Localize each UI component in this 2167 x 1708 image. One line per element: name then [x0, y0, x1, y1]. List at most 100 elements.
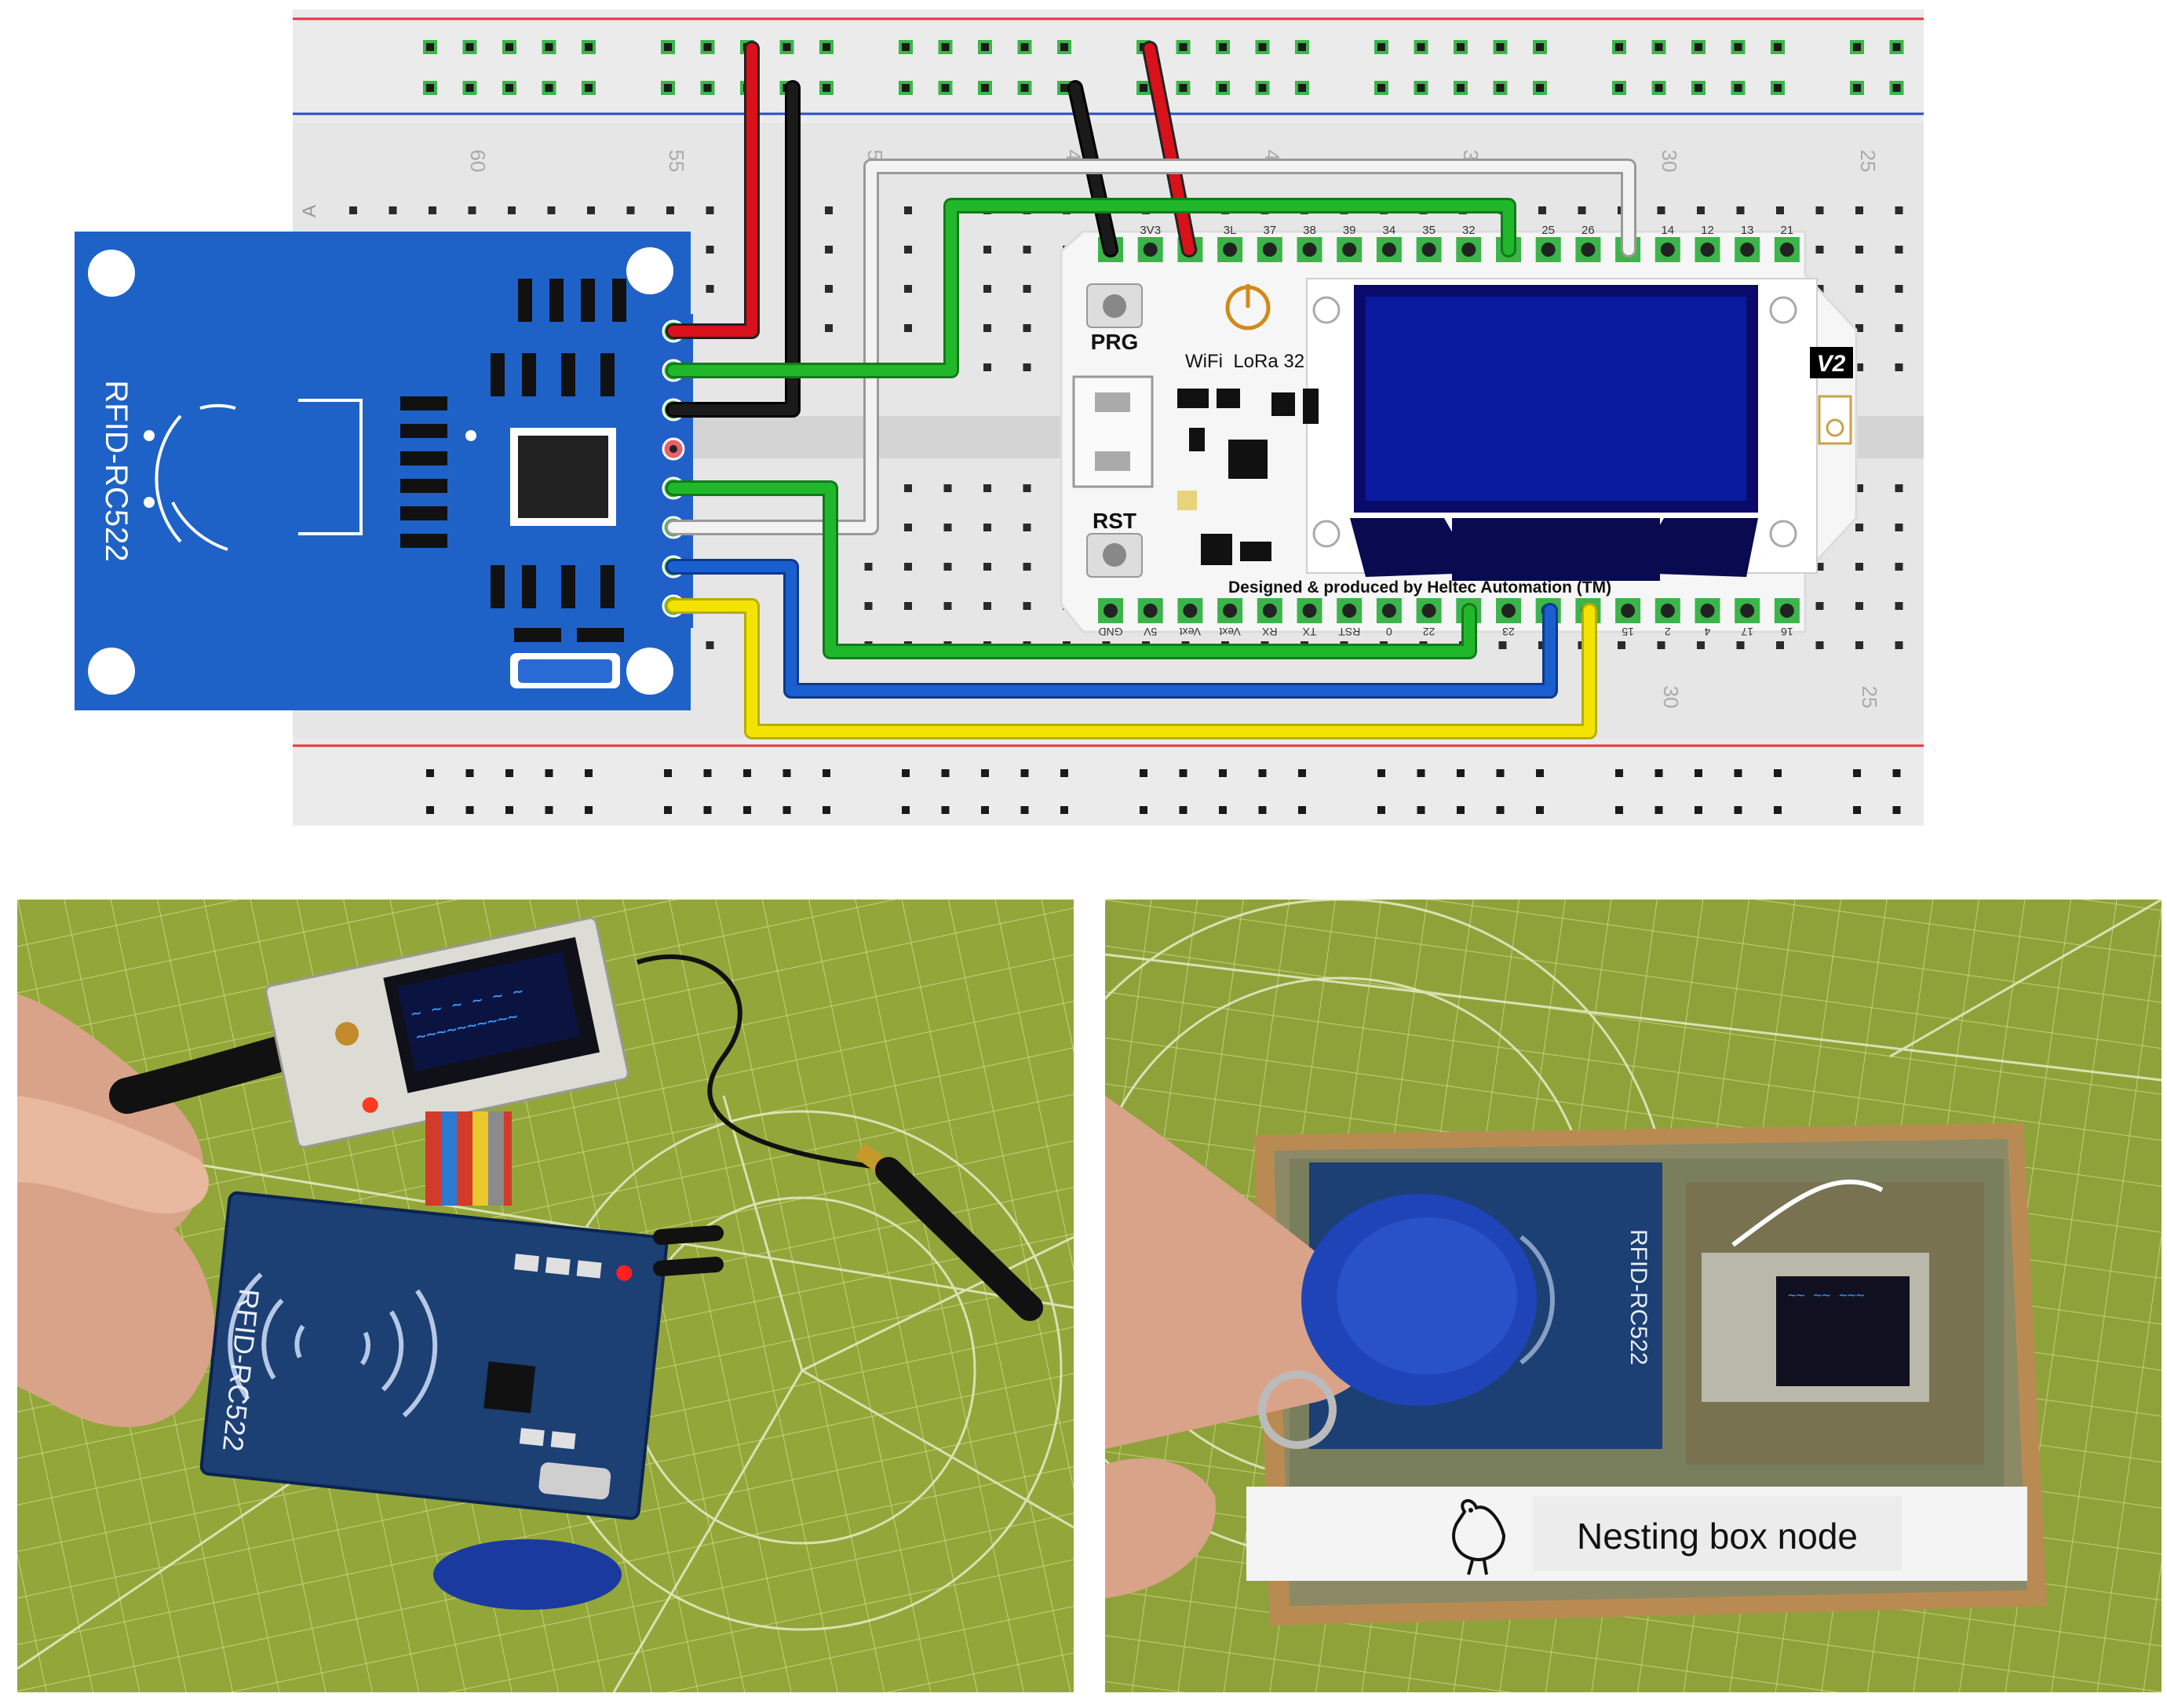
- rail-hole: [1536, 769, 1544, 777]
- breadboard-hole: [983, 484, 991, 492]
- breadboard-hole: [349, 206, 357, 214]
- rail-hole: [664, 806, 672, 814]
- breadboard-hole: [1023, 563, 1031, 571]
- heltec-pin-label: 21: [1781, 224, 1794, 237]
- model-label: WiFi LoRa 32: [1185, 351, 1304, 372]
- breadboard-hole: [1815, 602, 1824, 610]
- ribbon-cable: [425, 1111, 512, 1206]
- breadboard-hole: [904, 524, 912, 531]
- breadboard-hole: [706, 246, 714, 254]
- breadboard-hole: [1895, 524, 1903, 531]
- rail-hole: [545, 806, 553, 814]
- rail-hole: [1774, 769, 1782, 777]
- breadboard-hole: [943, 484, 952, 492]
- rail-hole: [1219, 806, 1227, 814]
- breadboard-hole: [1895, 324, 1903, 332]
- breadboard-hole: [1023, 324, 1031, 332]
- breadboard-hole: [904, 246, 912, 254]
- rail-hole: [1140, 806, 1147, 814]
- chicken-icon: [1452, 1499, 1506, 1575]
- breadboard-hole: [666, 206, 674, 214]
- heltec-pin-label: 2: [1665, 626, 1671, 638]
- heltec-pin-label: 17: [1741, 626, 1753, 638]
- mount-hole: [626, 247, 673, 294]
- rail-hole: [743, 806, 751, 814]
- breadboard-hole: [983, 246, 991, 254]
- rfid-module: RFID-RC522: [75, 232, 693, 710]
- breadboard-hole: [825, 206, 833, 214]
- mount-hole: [88, 648, 135, 695]
- breadboard-hole: [1538, 206, 1546, 214]
- rail-hole: [505, 769, 513, 777]
- rail-hole: [823, 806, 830, 814]
- breadboard-hole: [1776, 206, 1784, 214]
- breadboard-hole: [904, 324, 912, 332]
- breadboard-hole: [904, 602, 912, 610]
- heltec-pin-label: 25: [1541, 224, 1555, 237]
- breadboard-hole: [1697, 206, 1705, 214]
- rail-hole: [1695, 769, 1702, 777]
- breadboard-hole: [626, 206, 635, 214]
- breadboard-hole: [1776, 641, 1784, 649]
- antenna-wire: [637, 954, 874, 1169]
- rail-hole: [703, 769, 712, 777]
- breadboard-hole: [1815, 206, 1824, 214]
- rail-hole: [1377, 806, 1385, 814]
- breadboard-hole: [904, 206, 912, 214]
- rail-hole: [1219, 769, 1227, 777]
- rail-hole: [703, 806, 712, 814]
- breadboard-hole: [904, 563, 912, 571]
- heltec-pin-label: 26: [1581, 224, 1595, 237]
- photo-prototype: ~ ~ ~ ~ ~ ~ ~~~~~~~~~~ RFID-RC522: [16, 900, 1074, 1693]
- breadboard-hole: [983, 524, 991, 531]
- heltec-pin-label: 32: [1462, 224, 1476, 237]
- heltec-pin-label: 3V3: [1140, 224, 1161, 237]
- breadboard-hole: [706, 285, 714, 293]
- breadboard-hole: [1895, 363, 1903, 371]
- breadboard-hole: [1023, 484, 1031, 492]
- breadboard-hole: [904, 484, 912, 492]
- breadboard-hole: [983, 285, 991, 293]
- rail-hole: [1654, 769, 1663, 777]
- breadboard-hole: [1895, 285, 1903, 293]
- breadboard-hole: [1855, 206, 1863, 214]
- rst-label: RST: [1093, 509, 1136, 533]
- heltec-pin-label: 37: [1263, 224, 1276, 237]
- photo-nesting-box: RFID-RC522 ~~ ~~ ~~~ Nesting box node: [1009, 898, 2162, 1692]
- rail-hole: [1734, 769, 1742, 777]
- breadboard-hole: [825, 246, 833, 254]
- version-badge: [1810, 347, 1853, 378]
- rail-hole: [1060, 769, 1068, 777]
- heltec-pin-label: 12: [1701, 224, 1714, 237]
- rail-hole: [981, 806, 989, 814]
- rail-hole: [1654, 806, 1663, 814]
- rail-hole: [1615, 806, 1623, 814]
- wire-green-top: [666, 198, 1516, 378]
- breadboard-hole: [1895, 206, 1903, 214]
- heltec-pin-label: 34: [1383, 224, 1396, 237]
- breadboard-hole: [1855, 363, 1863, 371]
- breadboard-hole: [983, 363, 991, 371]
- wire-blue: [666, 559, 1558, 699]
- heltec-pin-label: Vext: [1219, 626, 1240, 638]
- rail-hole: [783, 806, 791, 814]
- nesting-box-label: Nesting box node: [1577, 1516, 1858, 1557]
- wire-black-rfid: [666, 80, 801, 418]
- row-letter: A: [299, 205, 320, 217]
- breadboard-hole: [1855, 484, 1863, 492]
- rail-hole: [1615, 769, 1623, 777]
- breadboard-hole: [864, 602, 873, 610]
- breadboard-hole: [1855, 285, 1863, 293]
- rail-hole: [1496, 769, 1505, 777]
- rail-hole: [1892, 806, 1901, 814]
- rail-hole: [941, 769, 950, 777]
- rail-hole: [823, 769, 830, 777]
- rail-hole: [585, 769, 593, 777]
- wire-red-heltec: [1142, 41, 1197, 257]
- breadboard-hole: [1855, 246, 1863, 254]
- breadboard-hole: [1578, 206, 1586, 214]
- breadboard-hole: [706, 641, 714, 649]
- heltec-pin-label: 16: [1781, 626, 1793, 638]
